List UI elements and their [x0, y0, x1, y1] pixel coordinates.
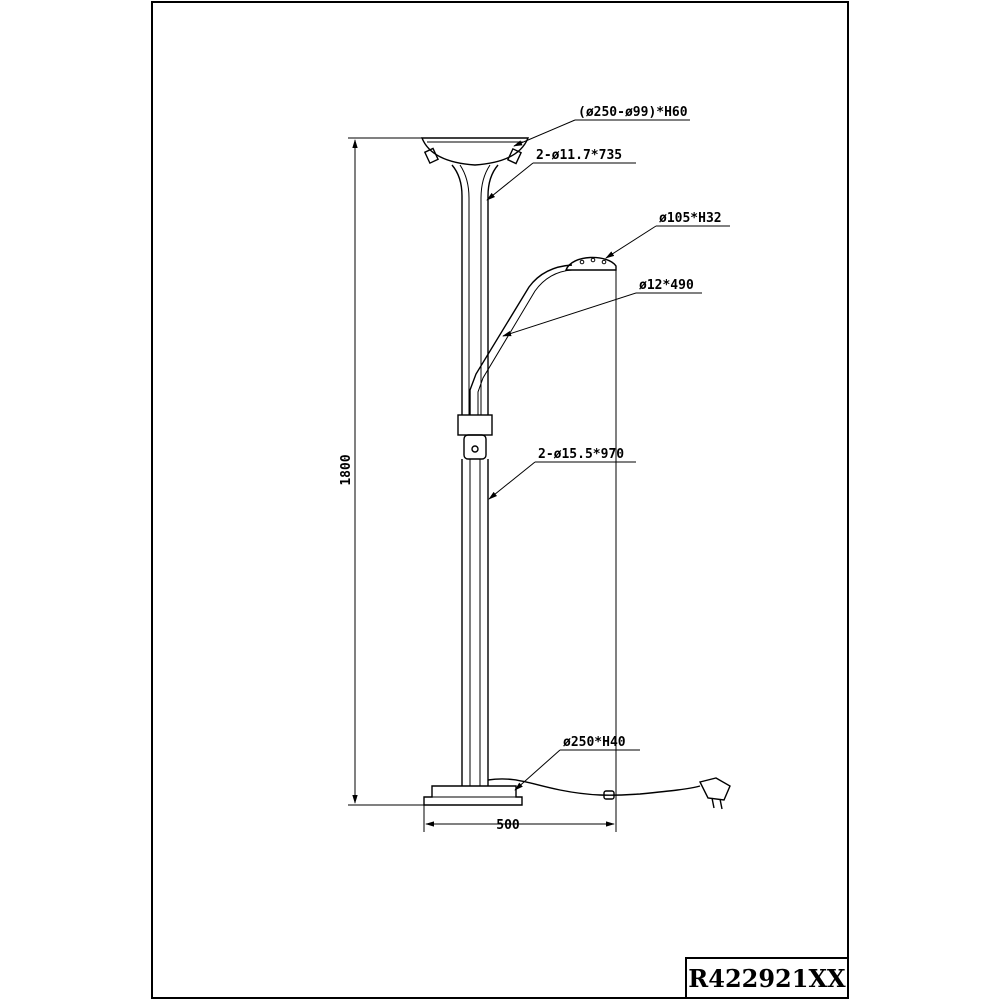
- uplight-shade: [420, 137, 530, 166]
- shade-clip-left: [423, 147, 439, 165]
- callout-upper-tubes-label: 2-ø11.7*735: [536, 148, 622, 163]
- power-cable: [487, 778, 701, 796]
- callout-reading-arm-label: ø12*490: [639, 278, 694, 293]
- floor-lamp: [420, 137, 731, 810]
- base-width-dimension: 500: [423, 270, 617, 833]
- cable-switch: [603, 790, 615, 800]
- drawing-frame: [151, 1, 849, 999]
- reading-head: [564, 256, 617, 271]
- callout-upper-tubes: 2-ø11.7*735: [486, 148, 636, 201]
- product-code: R422921XX: [688, 964, 846, 993]
- upper-tube-right: [487, 164, 499, 415]
- callout-base-label: ø250*H40: [563, 735, 626, 750]
- title-block: [685, 957, 849, 999]
- callout-uplight-shade: (ø250-ø99)*H60: [513, 105, 690, 147]
- callout-reading-head-label: ø105*H32: [659, 211, 722, 226]
- switch-plate: [463, 434, 487, 460]
- shade-clip-right: [506, 147, 522, 165]
- callout-base: ø250*H40: [514, 735, 640, 791]
- power-plug: [698, 777, 731, 801]
- reading-arm: [469, 264, 573, 415]
- tube-joint: [457, 414, 493, 436]
- overall-height-dimension: 1800: [339, 137, 424, 806]
- callout-lower-tubes: 2-ø15.5*970: [488, 447, 636, 500]
- callout-uplight-shade-label: (ø250-ø99)*H60: [578, 105, 688, 120]
- callout-lower-tubes-label: 2-ø15.5*970: [538, 447, 624, 462]
- callout-reading-arm: ø12*490: [502, 278, 702, 337]
- callout-reading-head: ø105*H32: [605, 211, 730, 259]
- dim-width-label: 500: [496, 818, 520, 833]
- lamp-base: [423, 785, 523, 806]
- dim-height-label: 1800: [339, 454, 354, 485]
- upper-tube-left: [451, 164, 463, 415]
